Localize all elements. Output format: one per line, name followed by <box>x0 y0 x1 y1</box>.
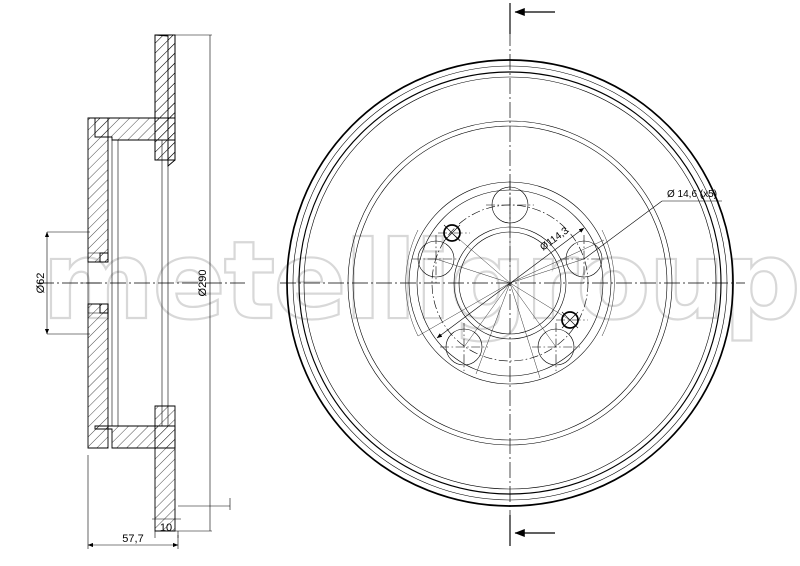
disc-friction-inner-circle <box>303 76 717 490</box>
metelligroup-watermark: metelligroup <box>41 218 800 345</box>
dim-label-thickness: 10 <box>160 522 172 534</box>
pcd-dim-line <box>436 227 585 339</box>
disc-hat-outer-circle <box>347 120 673 446</box>
dimension-thickness-10: 10 <box>152 498 231 538</box>
section-arrow-top <box>509 3 555 34</box>
section-arrow-bottom <box>509 515 555 546</box>
hub-rib-arc-left <box>405 229 419 337</box>
cross-section-view: Ø62 Ø290 57,7 <box>35 34 245 549</box>
disc-friction-outer-circle <box>298 71 722 495</box>
disc-rim-inner-circle <box>292 65 728 501</box>
disc-outer-circle <box>286 59 734 507</box>
section-bore-lip-top <box>99 252 109 263</box>
section-hub-wall-top <box>87 117 109 263</box>
dimension-bolt-hole-14-6: Ø 14,6 (x5) <box>583 189 722 260</box>
watermark-text: metelligroup <box>42 219 799 344</box>
dim-label-outer: Ø290 <box>197 270 209 297</box>
dimension-height-57-7: 57,7 <box>87 455 179 549</box>
dimension-outer-290: Ø290 <box>175 34 212 532</box>
leader-bolt-hole <box>583 200 663 260</box>
dim-label-bore: Ø62 <box>35 273 47 294</box>
dimension-bore-62: Ø62 <box>35 231 90 335</box>
section-outer-band-bottom <box>154 405 176 532</box>
section-bore-lip-bottom <box>99 303 109 314</box>
section-outer-band-top <box>154 34 176 161</box>
disc-hat-step-circle <box>352 125 668 441</box>
dim-label-bolt-hole: Ø 14,6 (x5) <box>667 189 717 200</box>
dim-label-height: 57,7 <box>122 533 143 545</box>
